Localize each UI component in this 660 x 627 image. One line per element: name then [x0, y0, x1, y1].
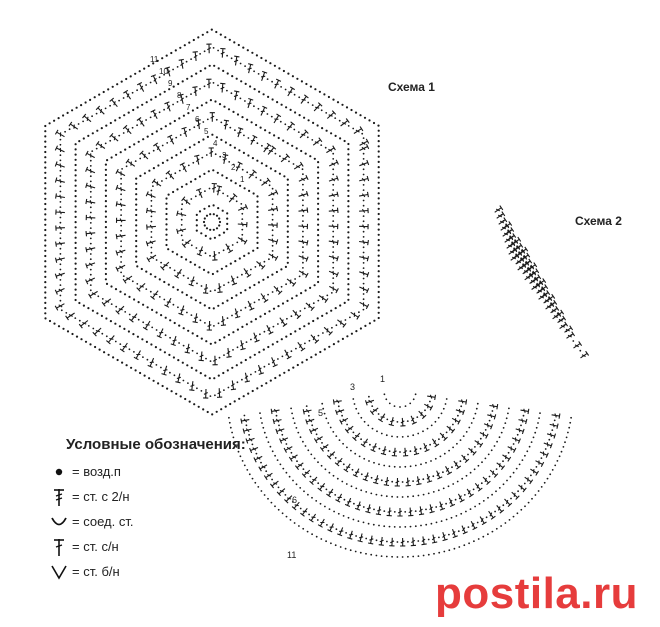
legend-item-half-double: = ст. б/н: [48, 559, 288, 584]
row-number-label: 6: [195, 115, 200, 124]
row-number-label: 1: [380, 374, 385, 384]
row-number-label: 7: [186, 103, 191, 112]
row-number-label: 3: [350, 382, 355, 392]
row-number-label: 11: [287, 550, 296, 560]
legend-item-double-crochet: = ст. с 2/н: [48, 484, 288, 509]
legend-item-label: = ст. с 2/н: [72, 489, 130, 504]
legend-item-label: = соед. ст.: [72, 514, 134, 529]
watermark-logo: postila.ru: [434, 569, 638, 618]
legend-item-single-crochet: = ст. с/н: [48, 534, 288, 559]
row-number-label: 4: [213, 139, 218, 148]
chain-stitch-dot-icon: [48, 461, 70, 483]
legend-title: Условные обозначения:: [66, 436, 246, 453]
slip-stitch-arc-icon: [48, 511, 70, 533]
row-number-label: 5: [318, 408, 323, 418]
legend: Условные обозначения: = возд.п = ст. с 2…: [48, 436, 288, 584]
row-number-label: 1: [240, 175, 245, 184]
legend-item-chain: = возд.п: [48, 459, 288, 484]
scheme-1-title: Схема 1: [388, 80, 435, 94]
scheme-1-hexagon: [44, 28, 380, 416]
row-number-label: 5: [204, 127, 209, 136]
half-double-v-icon: [48, 561, 70, 583]
row-number-label: 9: [168, 79, 173, 88]
row-number-label: 11: [150, 55, 159, 64]
row-number-label: 2: [231, 163, 236, 172]
double-crochet-symbol-icon: [48, 486, 70, 508]
row-number-label: 8: [177, 91, 182, 100]
row-number-label: 10: [159, 67, 168, 76]
row-number-label: 6: [292, 495, 297, 505]
legend-item-slip-stitch: = соед. ст.: [48, 509, 288, 534]
scheme-2-row-numbers: 11 6 5 3 1: [287, 374, 385, 560]
legend-item-label: = ст. б/н: [72, 564, 120, 579]
row-number-label: 3: [222, 151, 227, 160]
legend-item-label: = ст. с/н: [72, 539, 119, 554]
legend-item-label: = возд.п: [72, 464, 121, 479]
single-crochet-cross-icon: [48, 536, 70, 558]
scheme-2-fan: [228, 205, 590, 558]
scheme-2-title: Схема 2: [575, 214, 622, 228]
